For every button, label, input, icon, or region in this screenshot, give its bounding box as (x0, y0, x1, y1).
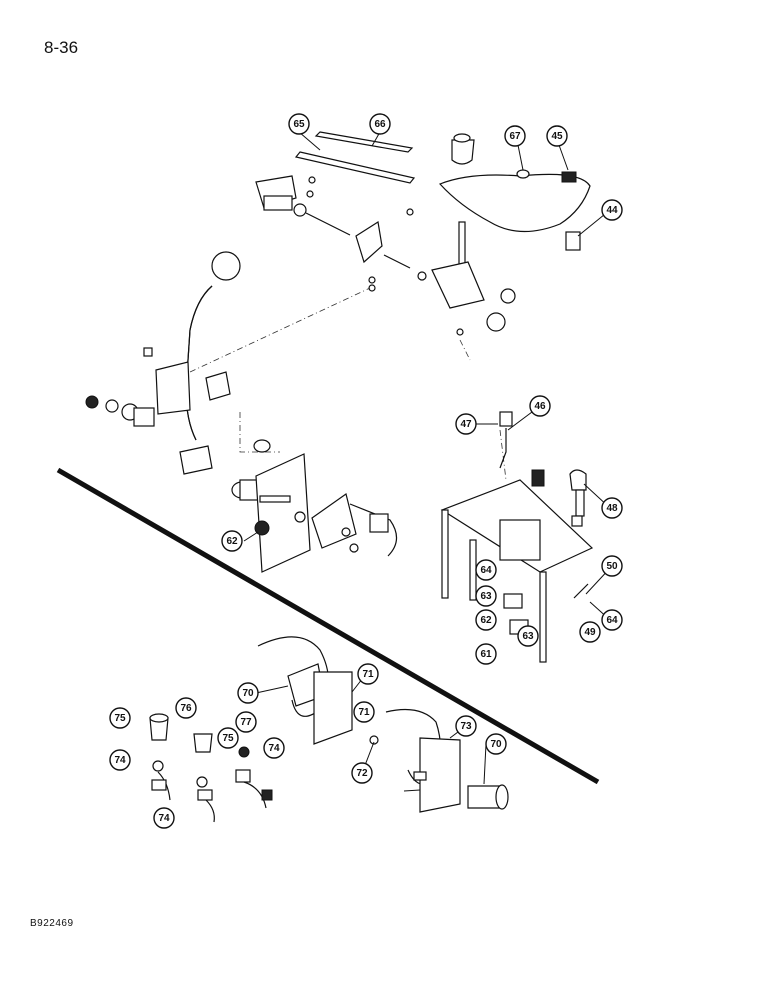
callout-66: 66 (369, 113, 391, 135)
callout-71: 71 (357, 663, 379, 685)
callout-label: 75 (114, 713, 126, 724)
divider-line (56, 467, 600, 785)
callout-71: 71 (353, 701, 375, 723)
callout-label: 77 (240, 717, 252, 728)
callout-label: 66 (374, 119, 386, 130)
callout-label: 50 (606, 561, 618, 572)
callout-label: 75 (222, 733, 234, 744)
callout-label: 67 (509, 131, 521, 142)
callout-50: 50 (601, 555, 623, 577)
callout-label: 65 (293, 119, 305, 130)
callout-44: 44 (601, 199, 623, 221)
callout-49: 49 (579, 621, 601, 643)
callout-label: 45 (551, 131, 563, 142)
callout-64: 64 (601, 609, 623, 631)
callout-label: 70 (490, 739, 502, 750)
callout-47: 47 (455, 413, 477, 435)
callout-73: 73 (455, 715, 477, 737)
callout-label: 71 (362, 669, 374, 680)
shift-lever (143, 251, 241, 475)
callout-70: 70 (237, 682, 259, 704)
callout-label: 47 (460, 419, 472, 430)
callout-64: 64 (475, 559, 497, 581)
guide-line (189, 287, 371, 373)
guide-line (499, 429, 507, 481)
switch-knobs (149, 713, 273, 823)
callout-label: 64 (480, 565, 492, 576)
bracket-assembly (255, 131, 427, 292)
callout-label: 74 (268, 743, 280, 754)
callout-72: 72 (351, 762, 373, 784)
callout-label: 62 (226, 536, 238, 547)
callout-label: 70 (242, 688, 254, 699)
callout-label: 74 (114, 755, 126, 766)
callout-label: 49 (584, 627, 596, 638)
cable-assemblies (257, 636, 509, 813)
callout-46: 46 (529, 395, 551, 417)
callout-63: 63 (475, 585, 497, 607)
washer-stack (85, 395, 271, 501)
callout-61: 61 (475, 643, 497, 665)
callout-74: 74 (263, 737, 285, 759)
callout-label: 71 (358, 707, 370, 718)
callout-label: 48 (606, 503, 618, 514)
callout-65: 65 (288, 113, 310, 135)
callout-77: 77 (235, 711, 257, 733)
guide-line (459, 339, 471, 361)
control-console (440, 411, 594, 663)
callout-63: 63 (517, 625, 539, 647)
callout-label: 74 (158, 813, 170, 824)
callout-label: 76 (180, 703, 192, 714)
callout-label: 61 (480, 649, 492, 660)
mounting-plate (254, 453, 398, 573)
figure-code: B922469 (30, 918, 74, 929)
callout-62: 62 (221, 530, 243, 552)
callout-label: 62 (480, 615, 492, 626)
callout-label: 63 (480, 591, 492, 602)
callout-label: 63 (522, 631, 534, 642)
guide-line (239, 412, 280, 453)
callout-75: 75 (109, 707, 131, 729)
callout-70: 70 (485, 733, 507, 755)
callout-48: 48 (601, 497, 623, 519)
callout-75: 75 (217, 727, 239, 749)
callout-label: 44 (606, 205, 618, 216)
page-number: 8-36 (44, 38, 79, 57)
callout-74: 74 (153, 807, 175, 829)
callout-label: 46 (534, 401, 546, 412)
callout-group: 65 66 67 45 44 46 47 48 50 64 63 62 63 61 49 64 62 71 70 73… (109, 113, 623, 829)
callout-45: 45 (546, 125, 568, 147)
console-plate (431, 133, 591, 336)
callout-62: 62 (475, 609, 497, 631)
callout-label: 72 (356, 768, 368, 779)
callout-67: 67 (504, 125, 526, 147)
callout-74: 74 (109, 749, 131, 771)
callout-label: 64 (606, 615, 618, 626)
callout-76: 76 (175, 697, 197, 719)
callout-label: 73 (460, 721, 472, 732)
